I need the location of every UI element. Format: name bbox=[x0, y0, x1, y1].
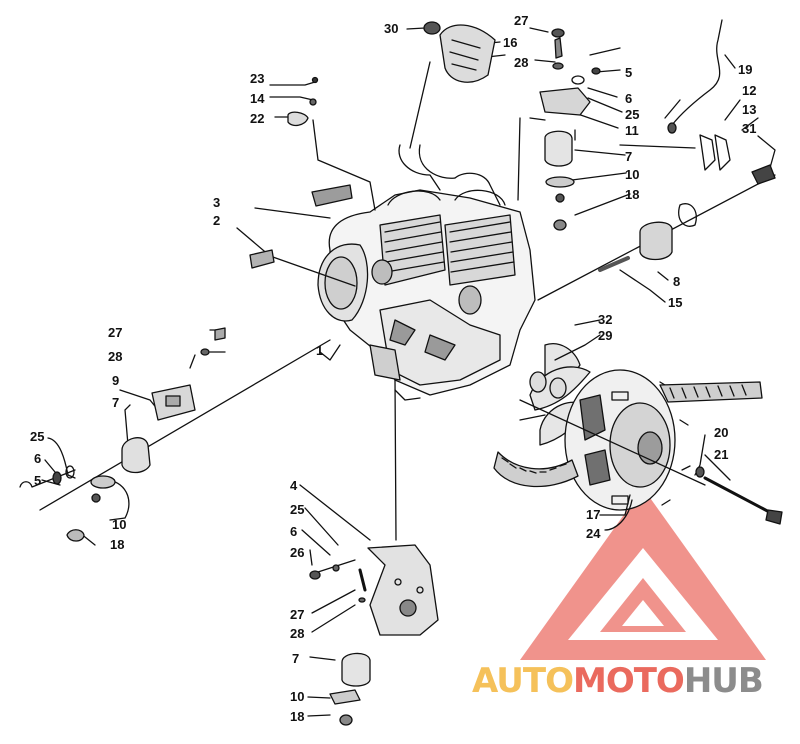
callout-25-rear: 25 bbox=[290, 502, 305, 517]
callout-17: 17 bbox=[586, 507, 601, 522]
watermark-auto: AUTO bbox=[472, 661, 574, 701]
callout-12: 12 bbox=[742, 83, 757, 98]
callout-10-front: 10 bbox=[112, 517, 127, 532]
callout-1: 1 bbox=[316, 343, 324, 358]
callout-27-front: 27 bbox=[108, 325, 123, 340]
callout-7-front: 7 bbox=[112, 395, 120, 410]
callout-8: 8 bbox=[673, 274, 681, 289]
callout-5: 5 bbox=[625, 65, 633, 80]
callout-27-rear: 27 bbox=[290, 607, 305, 622]
callout-21: 21 bbox=[714, 447, 729, 462]
callout-32: 32 bbox=[598, 312, 613, 327]
callout-30: 30 bbox=[384, 21, 399, 36]
callout-26: 26 bbox=[290, 545, 305, 560]
callout-16: 16 bbox=[503, 35, 518, 50]
callout-13: 13 bbox=[742, 102, 757, 117]
automotohub-logo-mark bbox=[520, 488, 766, 660]
callout-2: 2 bbox=[213, 213, 221, 228]
callout-18-rear: 18 bbox=[290, 709, 305, 724]
engine-block bbox=[317, 144, 536, 401]
callout-28-front: 28 bbox=[108, 349, 123, 364]
automotohub-watermark: AUTOMOTOHUB bbox=[472, 661, 764, 701]
callout-7: 7 bbox=[625, 149, 633, 164]
callout-7-rear: 7 bbox=[292, 651, 300, 666]
callout-31: 31 bbox=[742, 121, 757, 136]
callout-10: 10 bbox=[625, 167, 640, 182]
callout-28: 28 bbox=[514, 55, 529, 70]
callout-25: 25 bbox=[625, 107, 640, 122]
callout-20: 20 bbox=[714, 425, 729, 440]
callout-10-rear: 10 bbox=[290, 689, 305, 704]
watermark-moto: MOTO bbox=[572, 661, 685, 701]
callout-27: 27 bbox=[514, 13, 529, 28]
callout-28-rear: 28 bbox=[290, 626, 305, 641]
callout-5-front: 5 bbox=[34, 473, 42, 488]
callout-3: 3 bbox=[213, 195, 221, 210]
front-mount-parts bbox=[19, 327, 226, 542]
callout-22: 22 bbox=[250, 111, 265, 126]
clutch-bolt-parts bbox=[529, 371, 783, 525]
callout-15: 15 bbox=[668, 295, 683, 310]
rear-mount-parts bbox=[309, 544, 439, 726]
callout-25-front: 25 bbox=[30, 429, 45, 444]
top-mount-parts bbox=[249, 19, 776, 272]
callout-6: 6 bbox=[625, 91, 633, 106]
watermark-hub: HUB bbox=[683, 661, 764, 701]
callout-19: 19 bbox=[738, 62, 753, 77]
drive-clutch bbox=[529, 343, 691, 511]
callout-24: 24 bbox=[586, 526, 601, 541]
callout-18-front: 18 bbox=[110, 537, 125, 552]
callout-4: 4 bbox=[290, 478, 298, 493]
callout-23: 23 bbox=[250, 71, 265, 86]
callout-18: 18 bbox=[625, 187, 640, 202]
callout-6-rear: 6 bbox=[290, 524, 298, 539]
callout-11: 11 bbox=[625, 123, 639, 138]
callout-9: 9 bbox=[112, 373, 120, 388]
callout-14: 14 bbox=[250, 91, 265, 106]
drive-belt bbox=[493, 381, 763, 488]
callout-6-front: 6 bbox=[34, 451, 42, 466]
callout-29: 29 bbox=[598, 328, 613, 343]
